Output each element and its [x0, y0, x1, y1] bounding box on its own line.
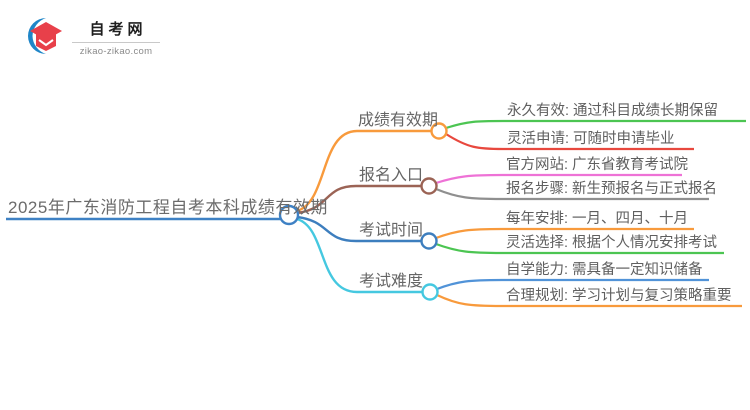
child-connector	[435, 173, 682, 185]
branch-node-circle	[421, 283, 439, 301]
child-label: 报名步骤: 新生预报名与正式报名	[506, 181, 718, 197]
branch-label-exam-time: 考试时间	[359, 222, 424, 239]
branch-connector	[296, 215, 421, 243]
branch-label-registration: 报名入口	[359, 167, 424, 184]
site-logo[interactable]: 自考网 zikao-zikao.com	[26, 14, 160, 58]
child-label: 合理规划: 学习计划与复习策略重要	[506, 288, 732, 304]
child-label: 灵活选择: 根据个人情况安排考试	[506, 235, 718, 251]
branch-node-circle	[430, 122, 448, 140]
branch-label-exam-difficulty: 考试难度	[359, 273, 424, 290]
child-label: 官方网站: 广东省教育考试院	[506, 157, 689, 173]
child-label: 灵活申请: 可随时申请毕业	[507, 131, 675, 147]
logo-text-block: 自考网 zikao-zikao.com	[72, 16, 160, 57]
child-connector	[435, 187, 709, 201]
branch-connector	[296, 129, 431, 213]
branch-connector	[296, 184, 421, 215]
branch-node-circle	[420, 232, 438, 250]
logo-divider	[72, 41, 160, 43]
graduation-cap-icon	[28, 18, 62, 54]
child-connector	[435, 242, 724, 255]
child-label: 自学能力: 需具备一定知识储备	[506, 262, 703, 278]
branch-node-circle	[420, 177, 438, 195]
root-node-circle	[278, 204, 300, 226]
branch-label-score-validity: 成绩有效期	[358, 112, 439, 129]
child-connector	[445, 133, 694, 151]
child-connector	[436, 278, 709, 291]
child-connector	[435, 227, 694, 240]
child-label: 每年安排: 一月、四月、十月	[506, 211, 689, 227]
child-connector	[436, 294, 742, 308]
site-name: 自考网	[89, 20, 147, 38]
child-label: 永久有效: 通过科目成绩长期保留	[507, 103, 719, 119]
root-node-label: 2025年广东消防工程自考本科成绩有效期	[8, 198, 328, 217]
site-domain: zikao-zikao.com	[79, 45, 153, 57]
branch-connector	[296, 217, 422, 294]
child-connector	[445, 119, 746, 130]
